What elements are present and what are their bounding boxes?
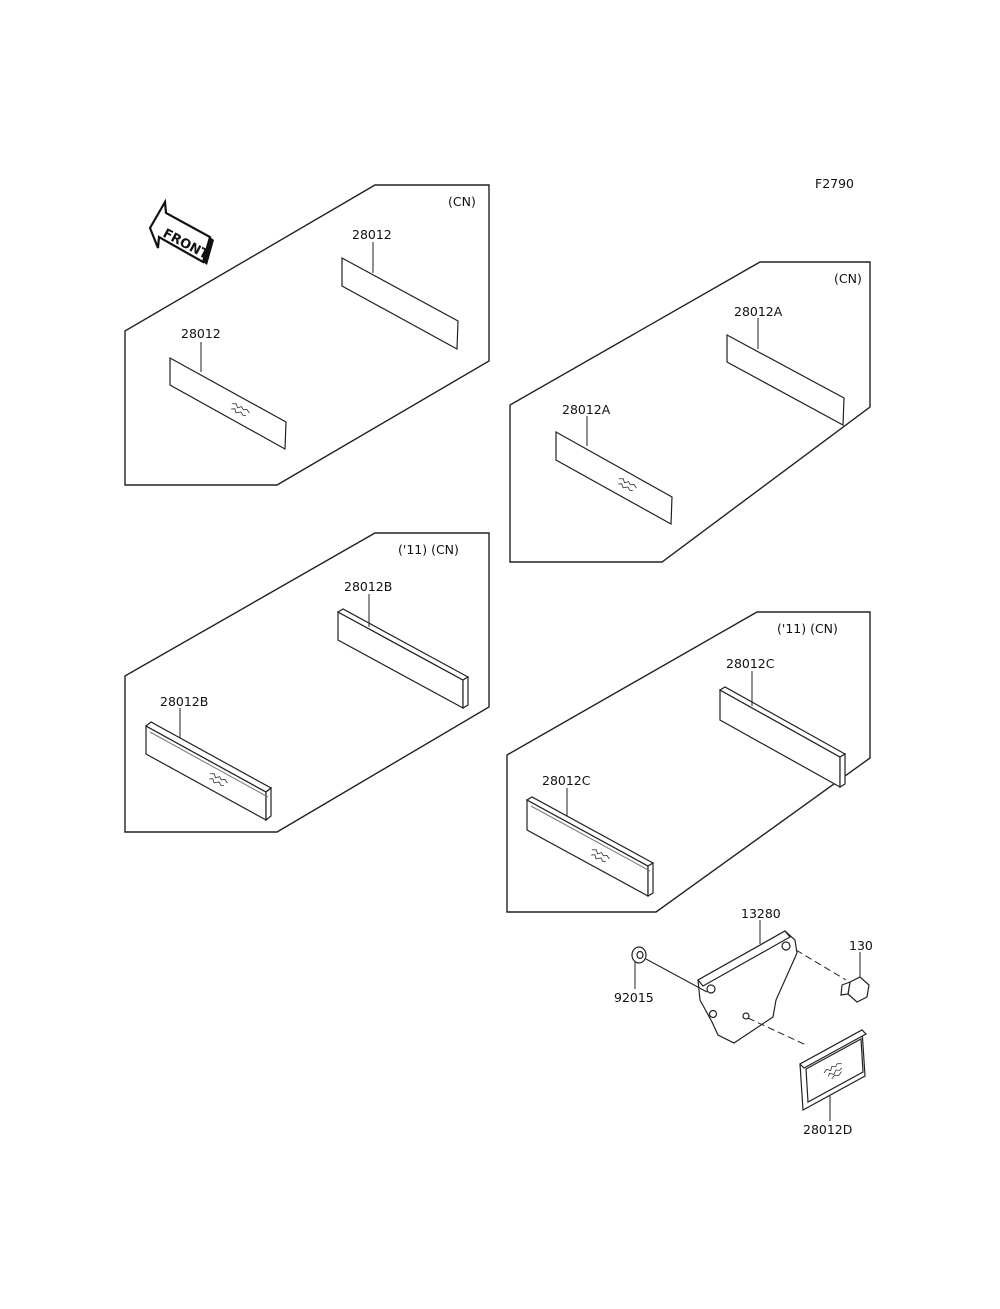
bolt-axis — [795, 949, 847, 981]
bolt: 130 — [795, 938, 873, 1003]
reflector-body — [719, 688, 841, 789]
bracket-assembly: 13280 130 92015 28012 — [614, 906, 873, 1137]
bolt-flange — [840, 981, 851, 996]
reflector-edge — [799, 1029, 867, 1069]
bracket-hole — [781, 941, 791, 951]
leader-line — [149, 731, 269, 798]
front-arrow-shadow — [203, 237, 214, 265]
bracket-hole — [742, 1012, 750, 1020]
bracket-part-number: 13280 — [741, 906, 781, 921]
reflector-side — [647, 861, 654, 898]
reflector-side — [839, 752, 846, 789]
group-tag: (CN) — [448, 194, 476, 209]
bolt-head — [847, 976, 870, 1003]
group-28012B: ('11) (CN) 28012B 28012B — [124, 532, 490, 833]
group-28012C: ('11) (CN) 28012C 28012C — [506, 611, 871, 913]
part-number: 28012A — [734, 304, 783, 319]
part-number: 28012C — [542, 773, 591, 788]
reflector-sticker-logo — [169, 356, 287, 451]
bolt-part-number: 130 — [849, 938, 873, 953]
nut: 92015 — [614, 946, 708, 1005]
nut-hole — [636, 950, 644, 960]
reflector-sticker-logo — [555, 430, 673, 526]
nut-axis — [645, 958, 708, 993]
bracket-top-flange — [697, 930, 791, 987]
reflector-sticker — [341, 256, 459, 350]
group-28012: (CN) 28012 28012 — [124, 184, 490, 486]
group-frame — [509, 261, 871, 563]
logo-mark — [591, 849, 610, 863]
logo-mark — [231, 403, 250, 417]
reflector-part-number: 28012D — [803, 1122, 852, 1137]
group-frame — [124, 184, 490, 486]
logo-mark — [209, 773, 228, 787]
part-number: 28012C — [726, 656, 775, 671]
group-frame — [124, 532, 490, 833]
part-number: 28012B — [344, 579, 392, 594]
front-arrow: FRONT — [148, 198, 214, 265]
group-tag: (CN) — [834, 271, 862, 286]
reflector-body — [337, 610, 464, 710]
part-number: 28012 — [181, 326, 221, 341]
nut-part-number: 92015 — [614, 990, 654, 1005]
reflector-side — [265, 786, 272, 822]
bracket-hole — [706, 984, 716, 994]
bracket-plate — [697, 930, 798, 1044]
part-number: 28012A — [562, 402, 611, 417]
reflector-28012D: 28012D — [799, 1029, 867, 1137]
diagram-id: F2790 — [815, 176, 854, 191]
group-tag: ('11) (CN) — [398, 542, 459, 557]
group-frame — [506, 611, 871, 913]
reflector-body — [526, 798, 649, 898]
group-tag: ('11) (CN) — [777, 621, 838, 636]
group-28012A: (CN) 28012A 28012A — [509, 261, 871, 563]
logo-mark — [618, 478, 637, 492]
reflector-inner — [805, 1038, 864, 1103]
part-number: 28012B — [160, 694, 208, 709]
bracket-hole — [708, 1009, 718, 1019]
mount-axis — [747, 1017, 809, 1047]
reflector-side — [462, 675, 469, 710]
leader-line — [530, 805, 651, 872]
reflector-sticker — [726, 333, 845, 426]
part-number: 28012 — [352, 227, 392, 242]
logo-mark — [823, 1063, 843, 1080]
